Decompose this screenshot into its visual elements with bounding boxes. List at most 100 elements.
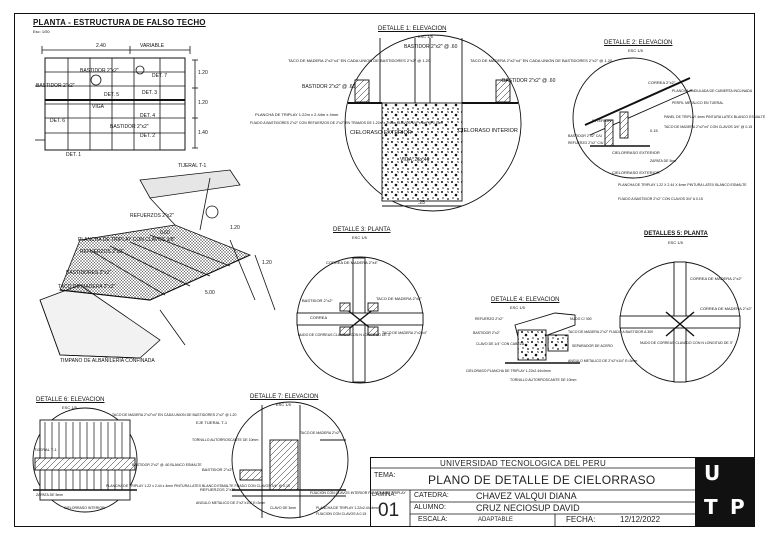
detail-3-label: CORREA DE MADERA 2"x4"	[326, 260, 378, 265]
iso-label: BASTIDORES 2"x2"	[66, 270, 112, 276]
catedra-value: CHAVEZ VALQUI DIANA	[476, 491, 577, 501]
detail-3-graphic	[296, 256, 424, 384]
plan-label: DET. 2	[140, 133, 156, 139]
detail-4-label: SEPARADOR DE ACERO	[572, 344, 613, 348]
detail-6-scale: ESC 1/5	[62, 405, 77, 410]
iso-dim: 1.20	[230, 225, 240, 231]
iso-dim: 0.60	[160, 230, 170, 236]
detail-1-label: CIELORASO EXTERIOR	[350, 130, 412, 136]
detail-7-label: BASTIDOR 2"x2"	[202, 467, 233, 472]
university-name: UNIVERSIDAD TECNOLOGICA DEL PERU	[440, 459, 607, 468]
detail-2-label: FIJADO A BASTIDOR 2"x2" CON CLAVOS 3/4" …	[618, 197, 703, 201]
detail-1-label: TACO DE MADERA 2"x2"x4" EN CADA UNION DE…	[470, 58, 613, 63]
detail-6-label: ZAPATA DE 5mm	[36, 493, 64, 497]
detail-4-scale: ESC 1/5	[510, 305, 525, 310]
detail-2-label: REFUERZO 2"x2" C/U	[568, 141, 604, 145]
title-block-lines	[370, 467, 696, 527]
detail-6-title: DETALLE 6: ELEVACION	[36, 397, 105, 403]
detail-5-label: NUDO DE CORREAS CLAVADO CON N LONGITUD D…	[640, 341, 733, 345]
detail-7-label: FIJACION CON CLAVOS A 0.15	[316, 512, 367, 516]
alumno-label: ALUMNO:	[414, 504, 446, 511]
iso-label: TIJERAL T-1	[178, 163, 207, 169]
detail-4-label: BASTIDOR 2"x2"	[473, 331, 500, 335]
detail-2-label: ZAPATA DE 5cm	[650, 159, 677, 163]
detail-1-label: CIELORASO INTERIOR	[458, 128, 518, 134]
alumno-value: CRUZ NECIOSUP DAVID	[476, 503, 580, 513]
detail-7-label: TACO DE MADERA 2"x2"	[300, 431, 341, 435]
plan-label: DET. 5	[104, 92, 120, 98]
detail-5-title: DETALLES 5: PLANTA	[644, 231, 708, 237]
detail-7-label: FIJACION CON CLAVOS INTERIOR PLANCHA DE …	[310, 491, 406, 495]
detail-5-label: CORREA DE MADERA 2"x2"	[690, 276, 742, 281]
isometric-drawing	[39, 169, 276, 359]
plan-dim: 1.20	[198, 70, 208, 76]
title-block	[370, 457, 696, 527]
detail-2-label: PLANCHA ONDULADA DE CUBIERTA INCLINADA	[672, 89, 753, 93]
detail-6-label: BASTIDOR 2"x2" @ .60 BLANCO ESMALTE	[132, 463, 202, 467]
detail-6-label: TACO DE MADERA 2"x2"x4" EN CADA UNION DE…	[112, 413, 237, 417]
plan-dim: VARIABLE	[140, 43, 165, 49]
detail-3-label: TACO DE MADERA 2"x2"x4"	[382, 331, 428, 335]
detail-2-title: DETALLE 2: ELEVACION	[604, 40, 673, 46]
detail-7-label: ANGULO METALICO DE 2"x2"x1/4" E=3mm	[196, 501, 266, 505]
detail-3-label: TACO DE MADERA 2"x2"	[376, 296, 422, 301]
detail-5-label: CORREA DE MADERA 2"x2"	[700, 306, 752, 311]
detail-4-label: CIELORASO PLANCHA DE TRIPLAY 1.22x2.44x4…	[466, 369, 551, 373]
logo-letter-t: T	[704, 495, 718, 519]
tema-label: TEMA:	[374, 472, 396, 479]
detail-7-label: REFUERZOS 2"x2"	[200, 487, 236, 492]
iso-label: TACO DE MADERA 2"x2"	[58, 284, 116, 290]
sheet-title: PLANTA - ESTRUCTURA DE FALSO TECHO	[33, 18, 206, 27]
detail-3-label: BASTIDOR 2"x2"	[302, 298, 333, 303]
detail-4-label: REFUERZO 2"x2"	[475, 317, 504, 321]
plan-dim: 2.40	[96, 43, 106, 49]
plan-dim: 1.40	[198, 130, 208, 136]
detail-6-label: CIELORRASO INTERIOR	[64, 506, 105, 510]
detail-3-title: DETALLE 3: PLANTA	[333, 227, 391, 233]
iso-label: PLANCHA DE TRIPLAY CON CLAVOS 3/8"	[78, 237, 176, 243]
plan-dim: 1.20	[198, 100, 208, 106]
detail-2-label: 0.15	[650, 128, 658, 133]
plan-drawing	[35, 46, 198, 151]
detail-2-label: TACO DE MADERA 2"x2"x4" CON CLAVOS 3/4" …	[664, 125, 753, 129]
detail-4-label: CLAVO DE 1/4" CON CABEZA	[476, 342, 525, 346]
detail-7-label: CLAVO DE 3mm	[270, 506, 297, 510]
logo-letter-p: P	[730, 495, 745, 519]
iso-label: TIMPANO DE ALBAÑILERIA CONFINADA	[60, 358, 155, 364]
detail-1-label: BASTIDOR 2"x2" @ .60	[404, 44, 458, 50]
logo-letter-u: U	[704, 461, 721, 485]
escala-label: ESCALA:	[418, 516, 448, 523]
fecha-label: FECHA:	[566, 515, 596, 524]
detail-2-label: BASTIDOR 2"x2" C/U	[568, 134, 602, 138]
detail-4-label: NUDO C/ 300	[570, 317, 592, 321]
detail-5-graphic	[619, 261, 741, 383]
detail-2-scale: ESC 1/5	[628, 48, 643, 53]
detail-5-scale: ESC 1/5	[668, 240, 683, 245]
detail-2-graphic	[572, 57, 694, 179]
detail-7-scale: ESC 1/5	[276, 402, 291, 407]
detail-4-label: ANGULO METALICO DE 2"x2"x1/4" E=3mm	[568, 359, 638, 363]
detail-1-label: PLANCHA DE TRIPLAY 1.22m x 2.44m x 4mm	[255, 112, 339, 117]
detail-3-label: CORREA	[310, 315, 328, 320]
plan-label: DET. 7	[152, 73, 168, 79]
fecha-value: 12/12/2022	[620, 515, 661, 524]
detail-7-graphic	[231, 401, 349, 519]
plan-label: DET. 4	[140, 113, 156, 119]
detail-3-label: NUDO DE CORREAS CLAVADO CON N LONGITUD D…	[298, 333, 391, 337]
iso-dim: 1.20	[262, 260, 272, 266]
detail-2-label: INTERIOR	[592, 118, 612, 123]
detail-1-scale: ESC 1/5	[418, 34, 433, 39]
iso-dim: 5.00	[205, 290, 215, 296]
plan-label: BASTIDOR 2"x2"	[36, 83, 75, 89]
detail-1-label: .25	[418, 200, 425, 206]
detail-4-title: DETALLE 4: ELEVACION	[491, 297, 560, 303]
utp-logo: U T P	[696, 457, 755, 527]
iso-label: REFUERZOS 2"x2"	[80, 249, 124, 255]
lamina-label: LAMINA:	[372, 492, 397, 498]
sheet-scale: Esc: 1/50	[33, 29, 50, 34]
tema-value: PLANO DE DETALLE DE CIELORRASO	[428, 473, 656, 487]
detail-2-label: PERFIL METALICO EN TIJERAL	[672, 101, 724, 105]
detail-2-label: CIELORRASO EXTERIOR	[612, 170, 660, 175]
detail-1-label: VIGA .25x.40	[400, 157, 430, 163]
